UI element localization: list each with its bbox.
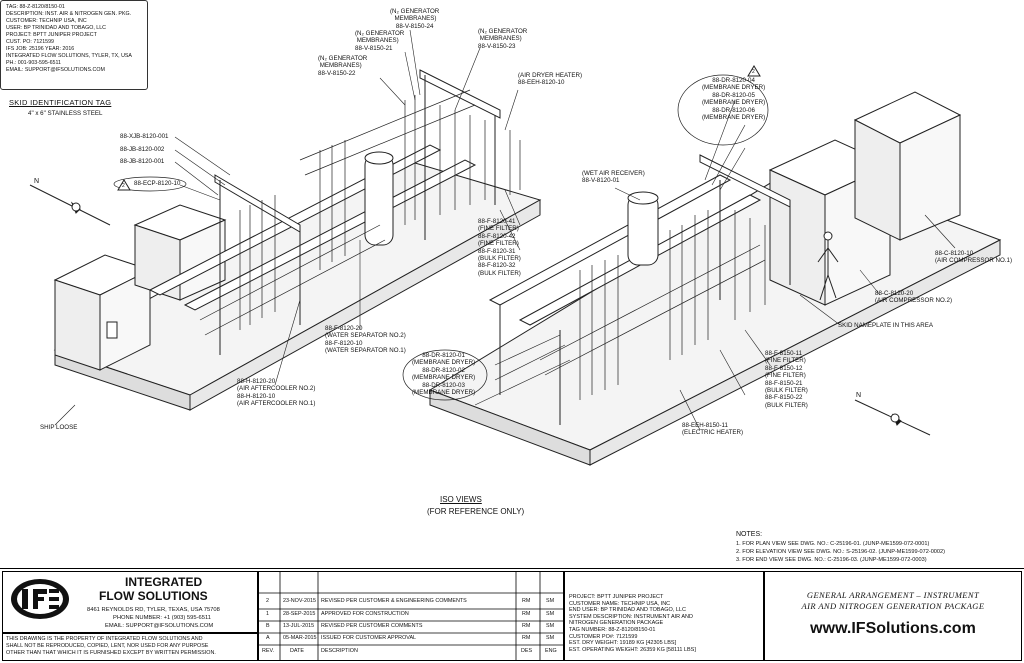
- rev-des-cell: RM: [522, 623, 531, 629]
- rev-date-cell: 28-SEP-2015: [283, 611, 316, 617]
- eng-header: ENG: [545, 648, 557, 654]
- website-link[interactable]: www.IFSolutions.com: [810, 620, 976, 637]
- skid-tag-subtitle: 4" x 6" STAINLESS STEEL: [28, 110, 103, 117]
- tag-line: PROJECT: BPTT JUNIPER PROJECT: [6, 32, 97, 38]
- rev-cell: B: [266, 623, 270, 629]
- des-header: DES: [521, 648, 533, 654]
- tag-line: IFS JOB: 25196 YEAR: 2016: [6, 46, 75, 52]
- callout-jb-3: 88-JB-8120-001: [120, 158, 165, 165]
- title-block: INTEGRATED FLOW SOLUTIONS 8461 REYNOLDS …: [0, 568, 1024, 663]
- ifs-logo: [11, 579, 69, 619]
- rev-cell: 1: [266, 611, 269, 617]
- callout-air-dryer-heater: (AIR DRYER HEATER) 88-EEH-8120-10: [518, 72, 583, 87]
- project-info-line: NITROGEN GENERATION PACKAGE: [569, 620, 664, 627]
- drawing-title-line2: AIR AND NITROGEN GENERATION PACKAGE: [801, 601, 985, 611]
- company-name-line2: FLOW SOLUTIONS: [99, 589, 208, 603]
- callout-n2-generator-24: (N₂ GENERATOR MEMBRANES) 88-V-8150-24: [390, 8, 440, 30]
- rev-eng-cell: SM: [546, 623, 555, 629]
- north-mark-left: N: [34, 178, 40, 185]
- company-email: EMAIL: SUPPORT@IFSOLUTIONS.COM: [105, 623, 214, 629]
- rev-date-cell: 23-NOV-2015: [283, 598, 316, 604]
- note-2: 2. FOR ELEVATION VIEW SEE DWG. NO.: S-25…: [736, 549, 946, 555]
- tag-line: PH.: 001-903-595-6511: [6, 60, 61, 66]
- tag-line: USER: BP TRINIDAD AND TOBAGO, LLC: [6, 25, 106, 31]
- project-info-line: CUSTOMER NAME: TECHNIP USA, INC: [569, 600, 671, 607]
- rev-desc-cell: REVISED PER CUSTOMER COMMENTS: [321, 623, 423, 629]
- description-header: DESCRIPTION: [321, 648, 358, 654]
- callout-n2-generator-23: (N₂ GENERATOR MEMBRANES) 88-V-8150-23: [478, 28, 528, 50]
- project-info: PROJECT: BPTT JUNIPER PROJECT CUSTOMER N…: [569, 594, 696, 653]
- rev-eng-cell: SM: [546, 635, 555, 641]
- callout-filters-8120: 88-F-8120-41 (FINE FILTER) 88-F-8120-42 …: [478, 218, 521, 277]
- callout-membrane-dryers-bottom: 88-DR-8120-01 (MEMBRANE DRYER) 88-DR-812…: [412, 352, 476, 397]
- callout-ship-loose: SHIP LOOSE: [40, 424, 78, 431]
- callout-jb-1: 88-XJB-8120-001: [120, 133, 169, 140]
- project-info-line: END USER: BP TRINIDAD AND TOBAGO, LLC: [569, 607, 686, 614]
- company-name-line1: INTEGRATED: [125, 575, 203, 589]
- callout-air-compressor-1: 88-C-8120-10 (AIR COMPRESSOR NO.1): [935, 250, 1013, 265]
- callout-n2-generator-21: (N₂ GENERATOR MEMBRANES) 88-V-8150-21: [355, 30, 405, 52]
- company-address: 8461 REYNOLDS RD, TYLER, TEXAS, USA 7570…: [87, 607, 220, 613]
- iso-views-subtitle: (FOR REFERENCE ONLY): [427, 507, 525, 516]
- rev-des-cell: RM: [522, 611, 531, 617]
- company-phone: PHONE NUMBER: +1 (903) 595-6511: [113, 615, 211, 621]
- rev-eng-cell: SM: [546, 611, 555, 617]
- callout-n2-generator-22: (N₂ GENERATOR MEMBRANES) 88-V-8150-22: [318, 55, 368, 77]
- drawing-title-cell: GENERAL ARRANGEMENT – INSTRUMENT AIR AND…: [764, 571, 1022, 661]
- project-info-line: PROJECT: BPTT JUNIPER PROJECT: [569, 594, 664, 600]
- revision-grid: [258, 571, 564, 661]
- callout-filters-8150: 88-F-8150-11 (FINE FILTER) 88-F-8150-12 …: [765, 350, 808, 409]
- project-info-line: SYSTEM DESCRIPTION: INSTRUMENT AIR AND: [569, 613, 693, 620]
- disclaimer-cell: THIS DRAWING IS THE PROPERTY OF INTEGRAT…: [2, 633, 258, 661]
- tag-line: CUST. PO: 7121599: [6, 39, 54, 45]
- rev-cell: 2: [266, 598, 269, 604]
- date-header: DATE: [290, 648, 304, 654]
- callout-membrane-dryers-top: 88-DR-8120-04 (MEMBRANE DRYER) 88-DR-812…: [702, 77, 766, 122]
- project-info-cell: PROJECT: BPTT JUNIPER PROJECT CUSTOMER N…: [564, 571, 764, 661]
- callout-electric-heater: 88-EEH-8150-11 (ELECTRIC HEATER): [682, 422, 744, 437]
- callout-aftercoolers: 88-H-8120-20 (AIR AFTERCOOLER NO.2) 88-H…: [237, 378, 316, 408]
- rev-mark-dryers: 2: [752, 69, 755, 75]
- rev-desc-cell: REVISED PER CUSTOMER & ENGINEERING COMME…: [321, 598, 467, 604]
- revision-table: [258, 571, 564, 661]
- tag-line: INTEGRATED FLOW SOLUTIONS, TYLER, TX, US…: [6, 53, 132, 59]
- callout-air-compressor-2: 88-C-8120-20 (AIR COMPRESSOR NO.2): [875, 290, 953, 305]
- company-cell: INTEGRATED FLOW SOLUTIONS 8461 REYNOLDS …: [2, 571, 258, 633]
- rev-eng-cell: SM: [546, 598, 555, 604]
- tag-line: TAG: 88-Z-8120/8150-01: [6, 4, 65, 10]
- project-info-line: EST. DRY WEIGHT: 19189 KG [42305 LBS]: [569, 640, 677, 647]
- rev-desc-cell: ISSUED FOR CUSTOMER APPROVAL: [321, 635, 417, 641]
- notes-title: NOTES:: [736, 531, 763, 538]
- callout-ecp: 88-ECP-8120-10: [134, 180, 181, 187]
- iso-drawing: [29, 29, 1002, 466]
- rev-header: REV.: [262, 648, 275, 654]
- project-info-line: EST. OPERATING WEIGHT: 26359 KG [58111 L…: [569, 646, 696, 653]
- skid-tag-title: SKID IDENTIFICATION TAG: [9, 98, 112, 107]
- note-1: 1. FOR PLAN VIEW SEE DWG. NO.: C-25196-0…: [736, 541, 930, 547]
- project-info-line: CUSTOMER PO#: 7121599: [569, 633, 638, 640]
- drawing-title-line1: GENERAL ARRANGEMENT – INSTRUMENT: [806, 590, 980, 600]
- project-info-line: TAG NUMBER: 88-Z-8120/8150-01: [569, 626, 656, 633]
- callout-jb-2: 88-JB-8120-002: [120, 146, 165, 153]
- north-mark-right: N: [856, 392, 862, 399]
- rev-date-cell: 05-MAR-2015: [283, 635, 317, 641]
- rev-des-cell: RM: [522, 635, 531, 641]
- rev-cell: A: [266, 635, 270, 641]
- note-3: 3. FOR END VIEW SEE DWG. NO.: C-25196-03…: [736, 557, 927, 563]
- iso-views-title: ISO VIEWS: [440, 495, 482, 504]
- skid-identification-tag: TAG: 88-Z-8120/8150-01 DESCRIPTION: INST…: [0, 0, 148, 90]
- rev-mark-ecp: 2: [122, 183, 125, 189]
- callout-water-separators: 88-F-8120-20 (WATER SEPARATOR NO.2) 88-F…: [325, 325, 406, 355]
- callout-wet-air-receiver: (WET AIR RECEIVER) 88-V-8120-01: [582, 170, 645, 185]
- rev-des-cell: RM: [522, 598, 531, 604]
- tag-line: DESCRIPTION: INST. AIR & NITROGEN GEN. P…: [6, 11, 132, 17]
- rev-desc-cell: APPROVED FOR CONSTRUCTION: [321, 611, 409, 617]
- callout-skid-nameplate: SKID NAMEPLATE IN THIS AREA: [838, 322, 934, 329]
- tag-line: EMAIL: SUPPORT@IFSOLUTIONS.COM: [6, 67, 105, 73]
- tag-line: CUSTOMER: TECHNIP USA, INC: [6, 18, 87, 24]
- disclaimer-text: THIS DRAWING IS THE PROPERTY OF INTEGRAT…: [6, 636, 216, 656]
- rev-date-cell: 13-JUL-2015: [283, 623, 315, 629]
